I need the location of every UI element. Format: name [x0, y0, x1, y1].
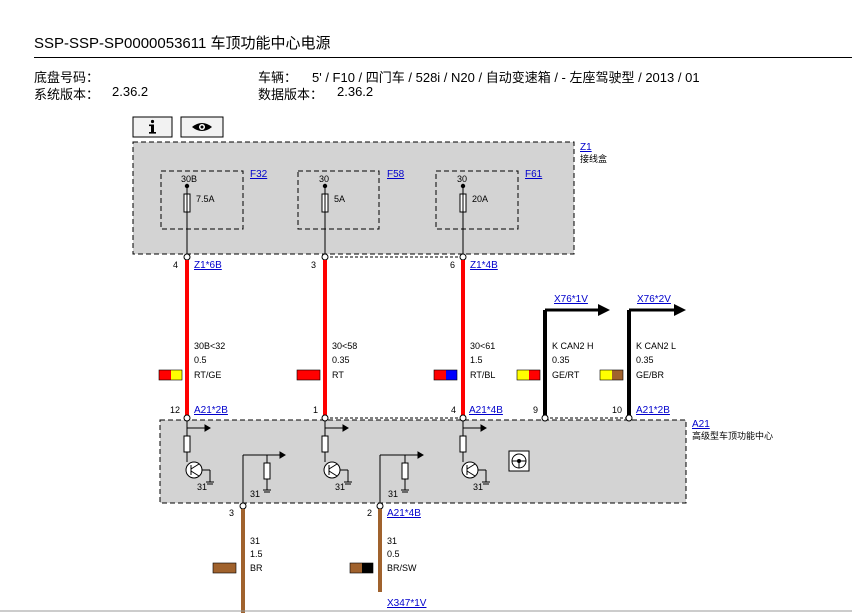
ground-wire-2-swatch: [349, 562, 374, 574]
ground-wire-1-signal: 31: [250, 536, 260, 546]
ground-wire-1-size: 1.5: [250, 549, 263, 559]
wire-5-signal: K CAN2 L: [636, 341, 676, 351]
bottom-connector-link[interactable]: X347*1V: [387, 598, 427, 609]
z1-pin-4: [183, 253, 191, 261]
wire-3-size: 1.5: [470, 355, 483, 365]
a21-conn-bottom-link[interactable]: A21*4B: [387, 508, 421, 519]
header-divider: [34, 57, 852, 58]
fuse-f58-rating: 5A: [334, 194, 345, 204]
wire-1-signal: 30B<32: [194, 341, 225, 351]
wire-4-swatch: [516, 369, 541, 381]
ground-label-5: 31: [473, 482, 483, 492]
wire-2-swatch: [296, 369, 321, 381]
wire-5-swatch: [599, 369, 624, 381]
system-version-label: 系统版本：: [34, 87, 100, 102]
z1-conn-left-link[interactable]: Z1*6B: [194, 260, 222, 271]
a21-pin-4: [459, 414, 467, 422]
ground-wire-1-swatch: [212, 562, 237, 574]
a21-bottom-pin-label-2: 2: [367, 508, 372, 518]
info-icon: [149, 119, 156, 134]
a21-conn-top-mid-link[interactable]: A21*4B: [469, 405, 503, 416]
vehicle-label: 车辆：: [258, 70, 298, 85]
wire-2-size: 0.35: [332, 355, 350, 365]
a21-pin-label-10: 10: [612, 405, 622, 415]
fuse-f32-terminal: 30B: [181, 174, 197, 184]
a21-module: [159, 419, 687, 504]
fuse-f58-link[interactable]: F58: [387, 169, 405, 180]
a21-internal-circuit: [183, 421, 490, 503]
data-version-value: 2.36.2: [337, 84, 374, 99]
steering-wheel-icon: [508, 450, 530, 472]
a21-name: 高级型车顶功能中心: [692, 430, 773, 441]
eye-icon: [192, 123, 212, 131]
wire-1-swatch: [158, 369, 183, 381]
z1-pin-label-3: 3: [311, 260, 316, 270]
ground-wire-1-color: BR: [250, 563, 263, 573]
a21-pin-label-4: 4: [451, 405, 456, 415]
ground-label-3: 31: [335, 482, 345, 492]
fuse-box-f32: [160, 170, 244, 254]
view-button[interactable]: [180, 116, 224, 138]
wire-5-color: GE/BR: [636, 370, 665, 380]
a21-bottom-pin-label-3: 3: [229, 508, 234, 518]
ground-label-2: 31: [250, 489, 260, 499]
a21-pin-9: [541, 414, 549, 422]
info-button[interactable]: [132, 116, 173, 138]
z1-conn-right-link[interactable]: Z1*4B: [470, 260, 498, 271]
data-version-label: 数据版本：: [258, 87, 324, 102]
wire-3-signal: 30<61: [470, 341, 495, 351]
fuse-f32-link[interactable]: F32: [250, 169, 268, 180]
fuse-box-f61: [435, 170, 519, 254]
can-connector-1-link[interactable]: X76*1V: [554, 294, 588, 305]
a21-conn-top-left-link[interactable]: A21*2B: [194, 405, 228, 416]
arrow-right-icon: [674, 304, 686, 316]
a21-pin-label-1: 1: [313, 405, 318, 415]
ground-label-1: 31: [197, 482, 207, 492]
ground-wire-2-size: 0.5: [387, 549, 400, 559]
z1-junction-box: [132, 141, 575, 255]
z1-pin-3: [321, 253, 329, 261]
wire-4-signal: K CAN2 H: [552, 341, 594, 351]
chassis-label: 底盘号码：: [34, 70, 100, 85]
ground-wire-2-signal: 31: [387, 536, 397, 546]
z1-pin-label-4: 4: [173, 260, 178, 270]
z1-name: 接线盒: [580, 153, 607, 164]
fuse-f61-rating: 20A: [472, 194, 488, 204]
a21-conn-top-right-link[interactable]: A21*2B: [636, 405, 670, 416]
a21-pin-label-9: 9: [533, 405, 538, 415]
a21-pin-2: [376, 502, 384, 510]
z1-pin-6: [459, 253, 467, 261]
wire-2-color: RT: [332, 370, 344, 380]
ground-wire-2-color: BR/SW: [387, 563, 417, 573]
wire-2-signal: 30<58: [332, 341, 357, 351]
wire-5-size: 0.35: [636, 355, 654, 365]
ground-label-4: 31: [388, 489, 398, 499]
wire-3-swatch: [433, 369, 458, 381]
wire-1-size: 0.5: [194, 355, 207, 365]
fuse-f58-terminal: 30: [319, 174, 329, 184]
a21-pin-12: [183, 414, 191, 422]
wire-3-color: RT/BL: [470, 370, 495, 380]
fuse-f61-terminal: 30: [457, 174, 467, 184]
z1-link[interactable]: Z1: [580, 142, 592, 153]
fuse-box-f58: [297, 170, 380, 254]
a21-link[interactable]: A21: [692, 419, 710, 430]
z1-pin-label-6: 6: [450, 260, 455, 270]
a21-pin-1: [321, 414, 329, 422]
document-title: SSP-SSP-SP0000053611 车顶功能中心电源: [34, 35, 331, 52]
wire-4-size: 0.35: [552, 355, 570, 365]
wire-4-color: GE/RT: [552, 370, 580, 380]
arrow-right-icon: [598, 304, 610, 316]
a21-pin-label-12: 12: [170, 405, 180, 415]
a21-pin-3: [239, 502, 247, 510]
fuse-f32-rating: 7.5A: [196, 194, 215, 204]
can-connector-2-link[interactable]: X76*2V: [637, 294, 671, 305]
system-version-value: 2.36.2: [112, 84, 149, 99]
a21-pin-10: [625, 414, 633, 422]
vehicle-value: 5' / F10 / 四门车 / 528i / N20 / 自动变速箱 / - …: [312, 70, 700, 85]
fuse-f61-link[interactable]: F61: [525, 169, 543, 180]
wire-1-color: RT/GE: [194, 370, 221, 380]
